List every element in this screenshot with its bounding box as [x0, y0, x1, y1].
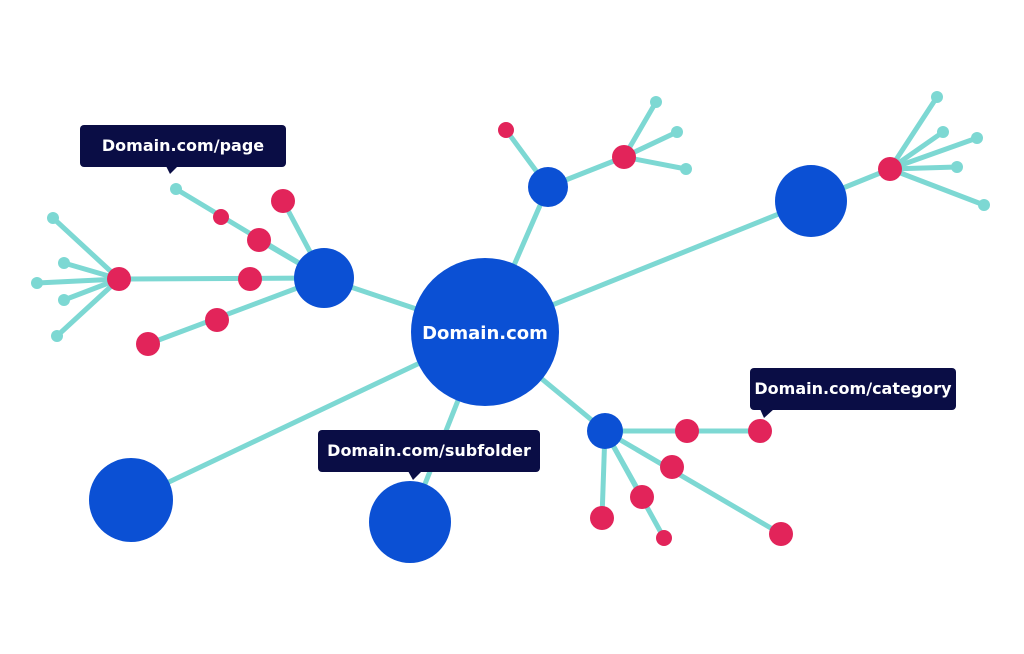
callout-subfolder-box — [318, 430, 540, 472]
leaf-node — [671, 126, 683, 138]
leaf-node — [51, 330, 63, 342]
page-node — [878, 157, 902, 181]
leaf-node — [937, 126, 949, 138]
callout-page-pointer — [166, 166, 178, 174]
leaf-node — [58, 294, 70, 306]
link-right-fan — [887, 94, 940, 172]
callout-subfolder-pointer — [408, 471, 422, 480]
link-left-fan — [34, 276, 122, 286]
callout-category-box — [750, 368, 956, 410]
page-node — [498, 122, 514, 138]
page-node — [769, 522, 793, 546]
callout-subfolder-text: Domain.com/subfolder — [327, 441, 531, 460]
root-node: Domain.com — [411, 258, 559, 406]
page-node — [107, 267, 131, 291]
page-node — [205, 308, 229, 332]
page-node — [630, 485, 654, 509]
hub-node-bottom-left — [89, 458, 173, 542]
leaf-node — [971, 132, 983, 144]
callout-subfolder: Domain.com/subfolder — [318, 430, 540, 480]
hub-node-subfolder — [369, 481, 451, 563]
page-node — [271, 189, 295, 213]
page-node — [660, 455, 684, 479]
link-left-hub-child — [145, 275, 327, 347]
page-node — [748, 419, 772, 443]
link-right-fan — [887, 166, 987, 208]
page-node — [247, 228, 271, 252]
page-node — [238, 267, 262, 291]
leaf-node — [47, 212, 59, 224]
link-left-fan — [54, 276, 122, 339]
page-node — [612, 145, 636, 169]
leaf-node — [978, 199, 990, 211]
page-node — [213, 209, 229, 225]
leaf-node — [31, 277, 43, 289]
callout-category-text: Domain.com/category — [754, 379, 952, 398]
hub-node-category — [587, 413, 623, 449]
leaf-node — [58, 257, 70, 269]
callout-category-pointer — [760, 409, 774, 418]
link-left-fan — [50, 215, 122, 282]
page-node — [590, 506, 614, 530]
root-node-label: Domain.com — [422, 323, 548, 344]
leaf-node — [170, 183, 182, 195]
page-node — [136, 332, 160, 356]
page-node — [656, 530, 672, 546]
link-category-hub-child — [602, 428, 784, 537]
hub-node-right — [775, 165, 847, 237]
hub-node-left — [294, 248, 354, 308]
root-node-circle — [411, 258, 559, 406]
leaf-nodes — [31, 91, 990, 342]
leaf-node — [951, 161, 963, 173]
callout-page-box — [80, 125, 286, 167]
leaf-node — [680, 163, 692, 175]
callout-page-text: Domain.com/page — [102, 136, 264, 155]
leaf-node — [931, 91, 943, 103]
leaf-node — [650, 96, 662, 108]
hub-node-top — [528, 167, 568, 207]
hub-nodes — [89, 165, 847, 563]
page-nodes — [107, 122, 902, 546]
callout-category: Domain.com/category — [750, 368, 956, 418]
link-left-hub-child — [116, 275, 327, 282]
callout-page: Domain.com/page — [80, 125, 286, 174]
page-node — [675, 419, 699, 443]
link-right-fan — [887, 135, 980, 172]
